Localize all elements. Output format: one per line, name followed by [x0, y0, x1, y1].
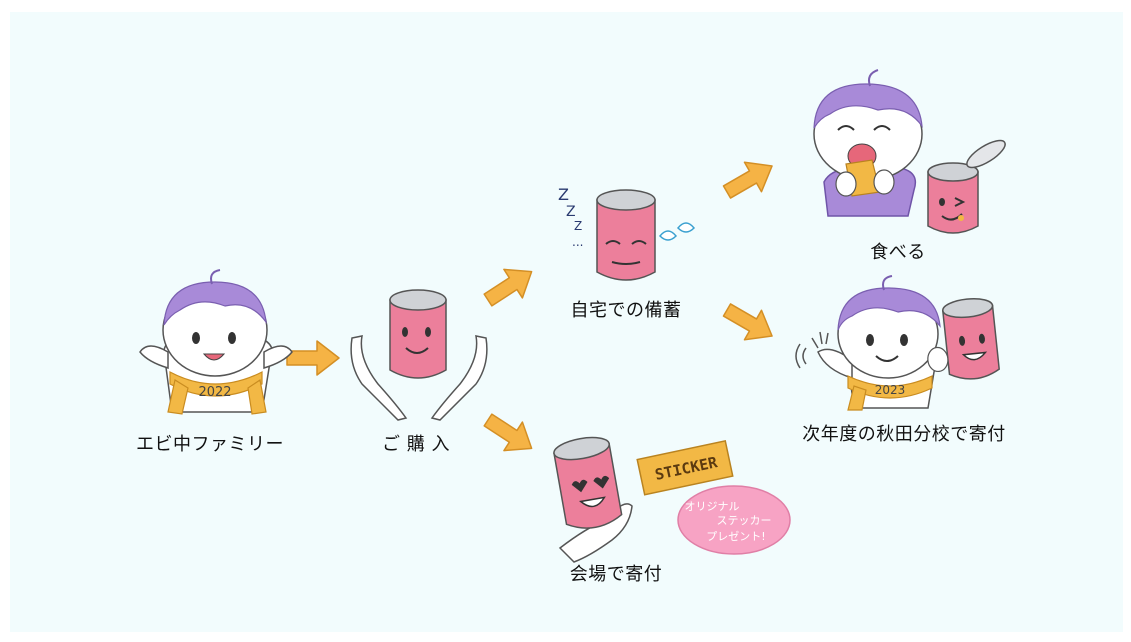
scarf-year-text: 2023	[875, 383, 906, 397]
donate-venue-label: 会場で寄付	[569, 564, 663, 585]
badge-icon	[677, 485, 791, 555]
badge-line-3: プレゼント!	[706, 530, 765, 543]
svg-text:Z: Z	[558, 185, 569, 204]
child-icon	[795, 275, 941, 411]
badge-line-1: オリジナル	[685, 500, 740, 513]
svg-text:Z: Z	[574, 219, 582, 233]
can-icon	[927, 297, 1000, 380]
child-icon	[813, 69, 923, 217]
can-icon	[927, 139, 1006, 234]
purchase-label: ご 購 入	[382, 434, 450, 455]
scarf-year-text: 2022	[198, 385, 231, 400]
sticker-icon	[636, 439, 734, 496]
hands-icon	[350, 335, 488, 421]
arrow-icon	[286, 340, 340, 376]
can-icon	[553, 436, 623, 529]
family-label: エビ中ファミリー	[136, 434, 284, 455]
arrow-icon	[477, 256, 542, 316]
donate-next-year-label: 次年度の秋田分校で寄付	[802, 424, 1006, 445]
home-storage-label: 自宅での備蓄	[570, 300, 682, 321]
svg-text:...: ...	[572, 235, 583, 249]
arrow-icon	[717, 150, 782, 208]
badge-line-2: ステッカー	[717, 514, 772, 527]
can-icon	[596, 189, 696, 281]
arrow-icon	[477, 404, 542, 464]
arrow-icon	[717, 294, 782, 352]
sleep-z-icon: Z Z Z ...	[558, 185, 583, 249]
svg-text:Z: Z	[566, 204, 576, 220]
can-icon	[389, 289, 447, 379]
child-icon	[139, 269, 293, 415]
eat-label: 食べる	[870, 242, 926, 263]
